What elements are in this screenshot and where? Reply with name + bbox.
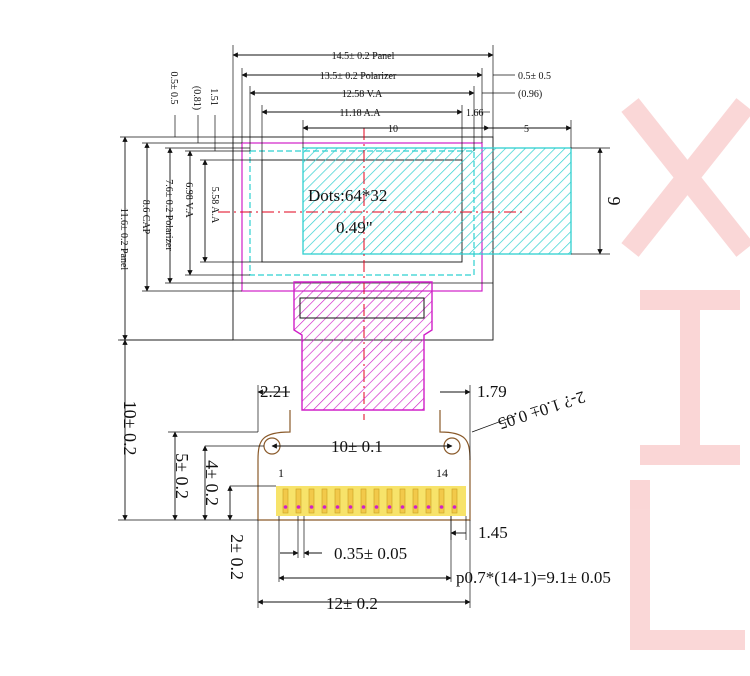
pad [282, 488, 289, 514]
pad-strip [276, 486, 466, 516]
label-179: 1.79 [477, 382, 507, 401]
label-aa-h: 5.58 A.A [209, 187, 220, 224]
label-hole: 2-? 1.0± 0.05 [496, 387, 588, 433]
pad [308, 488, 315, 514]
label-d145: 1.45 [478, 523, 508, 542]
label-aa-w: 11.18 A.A [339, 108, 381, 119]
pad-via [452, 505, 457, 509]
label-tail-w: 12± 0.2 [326, 594, 378, 613]
label-left-081: (0.81) [191, 86, 202, 110]
label-pad-w: 0.35± 0.05 [334, 544, 407, 563]
pad-via [426, 505, 431, 509]
pad-via [335, 505, 340, 509]
right-dimension [571, 147, 610, 255]
label-pin14: 14 [436, 466, 448, 480]
fpc-stiffener [299, 297, 425, 319]
pad-row [282, 488, 458, 514]
pad-via [309, 505, 314, 509]
label-five: 5 [524, 124, 529, 135]
label-panel-h: 11.6± 0.2 Panel [118, 208, 129, 271]
pad-via [387, 505, 392, 509]
top-dimensions [232, 45, 572, 160]
pad-via [283, 505, 288, 509]
label-dots: Dots:64*32 [308, 186, 387, 205]
pad-via [361, 505, 366, 509]
label-nine: 9 [604, 197, 624, 206]
label-cap-h: 8.6 CAP [140, 200, 151, 235]
pad [438, 488, 445, 514]
pad [399, 488, 406, 514]
label-pitch10: 10± 0.1 [331, 437, 383, 456]
label-pin1: 1 [278, 466, 284, 480]
pad [373, 488, 380, 514]
pad-via [400, 505, 405, 509]
label-left-151: 1.51 [208, 88, 219, 106]
label-offset-05: 0.5± 0.5 [518, 71, 551, 82]
pad [425, 488, 432, 514]
fpc-dimensions [118, 339, 516, 608]
label-pitch-total: p0.7*(14-1)=9.1± 0.05 [456, 568, 611, 587]
pad [412, 488, 419, 514]
pad [451, 488, 458, 514]
fpc-flex [293, 281, 433, 411]
label-polarizer-h: 7.6± 0.2 Polarizer [163, 179, 174, 251]
label-left-05: 0.5± 0.5 [168, 72, 179, 105]
pad [321, 488, 328, 514]
pad [347, 488, 354, 514]
pad-via [374, 505, 379, 509]
pad [295, 488, 302, 514]
watermark [621, 98, 750, 650]
label-ten: 10 [388, 124, 398, 135]
pad-via [413, 505, 418, 509]
pixel-area [302, 147, 572, 255]
fpc-tail [257, 410, 471, 521]
pad-via [322, 505, 327, 509]
label-221: 2.21 [260, 382, 290, 401]
label-polarizer-w: 13.5± 0.2 Polarizer [320, 71, 397, 82]
label-d5: 5± 0.2 [172, 453, 192, 499]
left-dimensions [120, 115, 262, 341]
label-va-w: 12.58 V.A [342, 89, 383, 100]
label-fpc-len: 10± 0.2 [120, 401, 140, 456]
label-d4: 4± 0.2 [202, 460, 222, 506]
pad-via [296, 505, 301, 509]
label-d2: 2± 0.2 [227, 534, 247, 580]
pad-via [439, 505, 444, 509]
label-va-h: 6.98 V.A [183, 182, 194, 218]
label-offset-166: 1.66 [466, 108, 484, 119]
label-offset-096: (0.96) [518, 89, 542, 100]
pad [360, 488, 367, 514]
pad [334, 488, 341, 514]
pad-via [348, 505, 353, 509]
label-panel-w: 14.5± 0.2 Panel [332, 51, 395, 62]
pad [386, 488, 393, 514]
label-size: 0.49" [336, 218, 373, 237]
